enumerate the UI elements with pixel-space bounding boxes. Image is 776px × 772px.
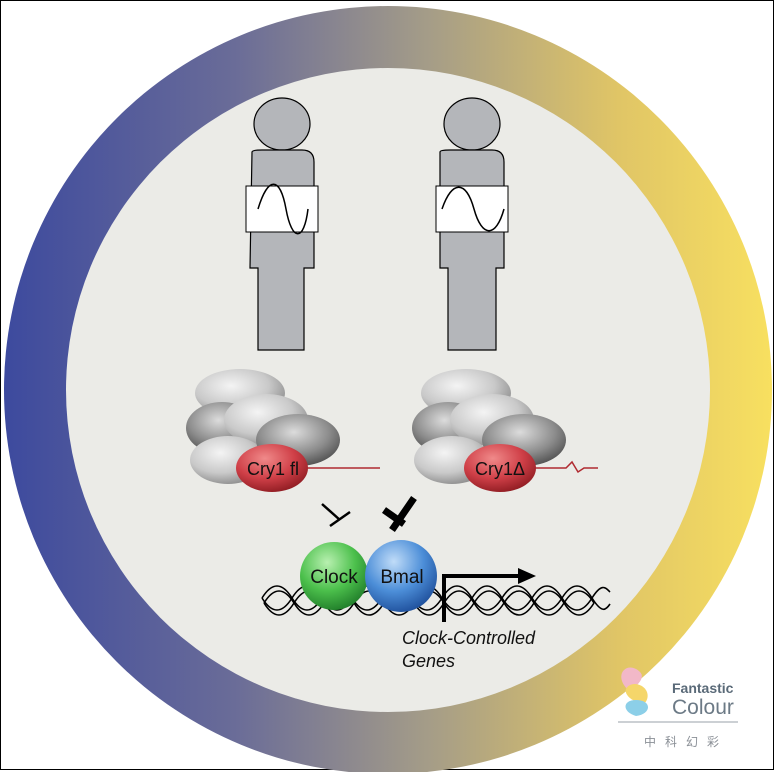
- protein-cluster-left: [186, 369, 380, 492]
- sine-wave-icon-right: [441, 186, 505, 232]
- sine-wave-icon-left: [257, 183, 309, 235]
- protein-cluster-right: [412, 369, 598, 492]
- clock-protein: [300, 542, 368, 610]
- inhibition-arrow-strong: [381, 496, 417, 532]
- brand-name-line1: Fantastic: [672, 680, 734, 696]
- genes-label-line2: Genes: [402, 651, 455, 671]
- inhibition-arrow-weak: [321, 503, 351, 528]
- cry1-fl-label: Cry1 fl: [247, 459, 299, 479]
- fantastic-colour-logo-icon: [621, 667, 648, 716]
- transcription-arrow: [442, 568, 536, 622]
- watermark-text: ©大部暗境: [4, 750, 70, 765]
- bmal-label: Bmal: [380, 567, 423, 588]
- brand-chinese-name: 中科幻彩: [644, 735, 729, 749]
- genes-label-line1: Clock-Controlled: [402, 628, 536, 648]
- clock-label: Clock: [310, 567, 358, 588]
- cry1-delta-label: Cry1Δ: [475, 459, 525, 479]
- brand-name-line2: Colour: [672, 696, 734, 719]
- inner-circle: [66, 68, 710, 712]
- wave-box-right: [435, 185, 509, 233]
- bmal-protein: [365, 540, 437, 612]
